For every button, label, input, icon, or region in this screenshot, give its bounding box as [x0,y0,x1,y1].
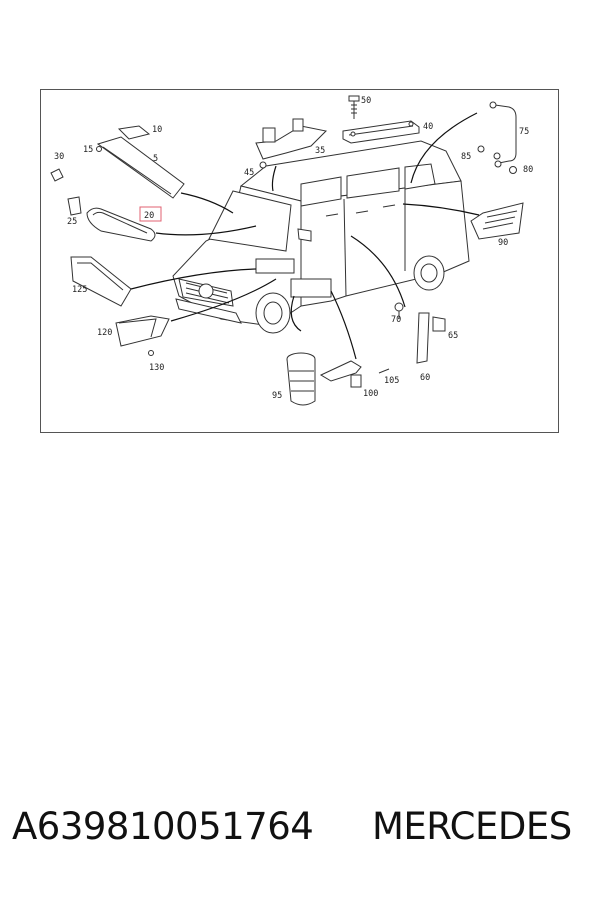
storage-tray-part [70,256,132,307]
callout-50: 50 [361,96,371,106]
exploded-view-drawing: 5 10 15 20 25 30 35 40 45 50 60 65 70 75… [50,95,533,406]
callout-80: 80 [523,165,533,175]
callout-95: 95 [272,391,282,401]
leader-arrows [130,112,480,360]
callout-5: 5 [153,154,158,164]
brand-name-text: MERCEDES [372,805,572,848]
bolt-parts [477,145,517,174]
product-footer: A639810051764 MERCEDES [0,805,600,865]
callout-30: 30 [54,152,64,162]
door-handle-part [394,302,446,364]
screw-part [348,95,360,119]
callout-60: 60 [420,373,430,383]
callout-40: 40 [423,122,433,132]
callout-90: 90 [498,238,508,248]
callout-100: 100 [363,389,378,399]
callout-25: 25 [67,217,77,227]
side-panel-part [470,202,524,240]
callout-45: 45 [244,168,254,178]
grab-strap-part [86,207,156,242]
callout-20: 20 [144,211,154,221]
glovebox-part [115,315,170,356]
retaining-strap-part [319,360,390,388]
parts-diagram: 5 10 15 20 25 30 35 40 45 50 60 65 70 75… [40,89,559,433]
callout-75: 75 [519,127,529,137]
callout-85: 85 [461,152,471,162]
callout-10: 10 [152,125,162,135]
callout-130: 130 [149,363,164,373]
visor-clip-part [50,168,82,216]
callout-70: 70 [391,315,401,325]
callout-35: 35 [315,146,325,156]
callout-105: 105 [384,376,399,386]
callout-labels: 5 10 15 20 25 30 35 40 45 50 60 65 70 75… [54,96,533,401]
cup-holder-part [286,352,316,406]
van-illustration [172,140,470,334]
callout-65: 65 [448,331,458,341]
sun-visor-part [96,125,185,199]
part-number-text: A639810051764 [12,805,314,848]
callout-20-highlight [139,206,162,222]
grab-rail-part [489,101,517,168]
callout-15: 15 [83,145,93,155]
interior-light-part [342,120,420,144]
callout-120: 120 [97,328,112,338]
roof-grab-handle-part [255,118,328,169]
callout-125: 125 [72,285,87,295]
